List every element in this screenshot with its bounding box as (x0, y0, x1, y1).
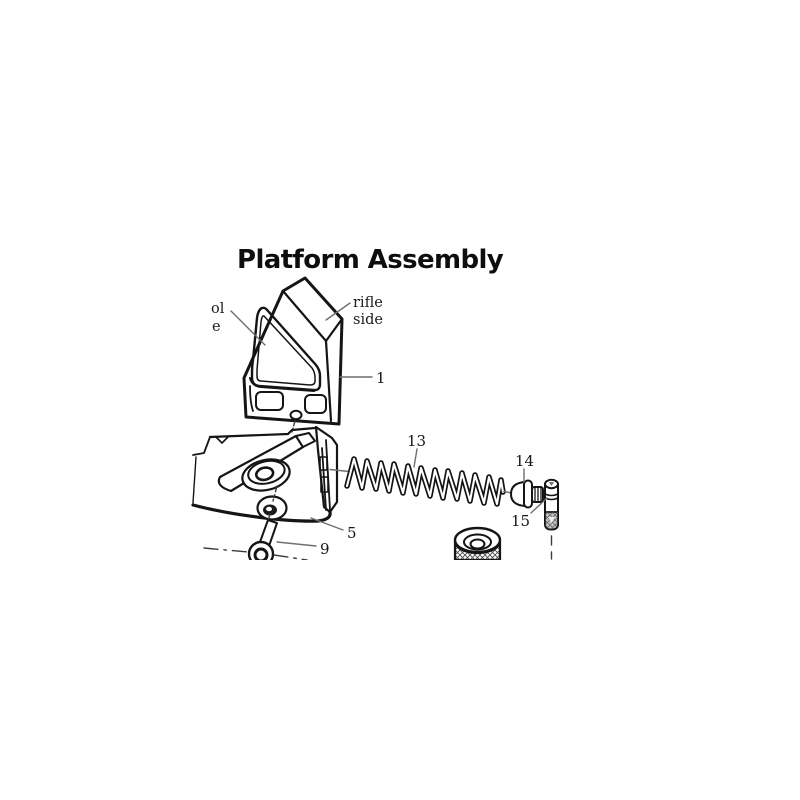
wedge-slot-left (255, 391, 284, 411)
annotation-cropped-line2: e (212, 319, 221, 335)
screw-head (247, 540, 275, 560)
spring-coils-core (345, 457, 505, 506)
detent-dome (510, 481, 526, 507)
platform-bottom-edge (191, 503, 332, 523)
label-part-9: 9 (320, 540, 330, 558)
wedge-slot-right (304, 394, 327, 414)
screw-axis-centerline-right (273, 554, 308, 560)
label-part-1: 1 (376, 369, 386, 387)
part-13-coil-spring (344, 456, 513, 507)
wedge-left-wall (249, 385, 254, 412)
knurled-knob (453, 526, 502, 560)
part-15-pin (544, 478, 559, 560)
part-1-wedge-block (242, 276, 344, 433)
platform-end-plate (314, 425, 339, 514)
annotation-cropped-line1: ol (211, 301, 225, 317)
spring-seat-line (329, 468, 350, 473)
leader-rifle-side (325, 302, 351, 321)
screw-axis-centerline-left (203, 547, 249, 553)
wedge-pin-hole (289, 409, 303, 421)
clamp-arm-lobe (241, 458, 291, 492)
wedge-ledge (249, 377, 315, 392)
pin-thread-highlight (548, 517, 555, 523)
platform-back-edge (208, 426, 317, 439)
centerlines (203, 485, 308, 560)
part-9-socket-screw (247, 519, 278, 560)
annotation-rifle: rifle (353, 295, 383, 311)
label-part-5: 5 (347, 524, 357, 542)
label-part-13: 13 (407, 432, 426, 450)
label-part-15: 15 (511, 512, 530, 530)
wedge-pocket-inner (256, 315, 316, 386)
knob-center-hole (469, 538, 486, 550)
leader-left-cropped (230, 310, 266, 346)
pin-top-dimple (549, 482, 554, 486)
part-5-platform-base (191, 425, 350, 523)
leader-lines (230, 302, 548, 547)
end-plate-slot-upper (319, 456, 328, 471)
clamp-arm-boss (295, 432, 316, 448)
wedge-right-ridge (324, 317, 344, 423)
leader-part-15 (530, 497, 548, 514)
part-14-detent (510, 479, 544, 509)
arm-to-washer-centerline (272, 485, 278, 502)
annotation-side: side (353, 312, 383, 328)
arm-slot-hole (254, 466, 275, 482)
platform-left-chamfer (192, 436, 211, 456)
platform-v-notch (215, 436, 229, 444)
diagram-title: Platform Assembly (237, 245, 504, 275)
platform-left-face-edge (192, 456, 197, 504)
screw-hex-socket (253, 547, 269, 560)
leader-part-5 (310, 517, 344, 531)
detent-flange (523, 479, 533, 509)
end-plate-slot-lower (320, 476, 329, 493)
flat-washer (256, 495, 288, 521)
wedge-top-ridge (281, 289, 328, 343)
leader-part-13 (413, 448, 418, 468)
washer-to-screw-centerline (267, 513, 271, 522)
label-part-14: 14 (515, 452, 534, 470)
leader-part-9 (276, 541, 317, 547)
